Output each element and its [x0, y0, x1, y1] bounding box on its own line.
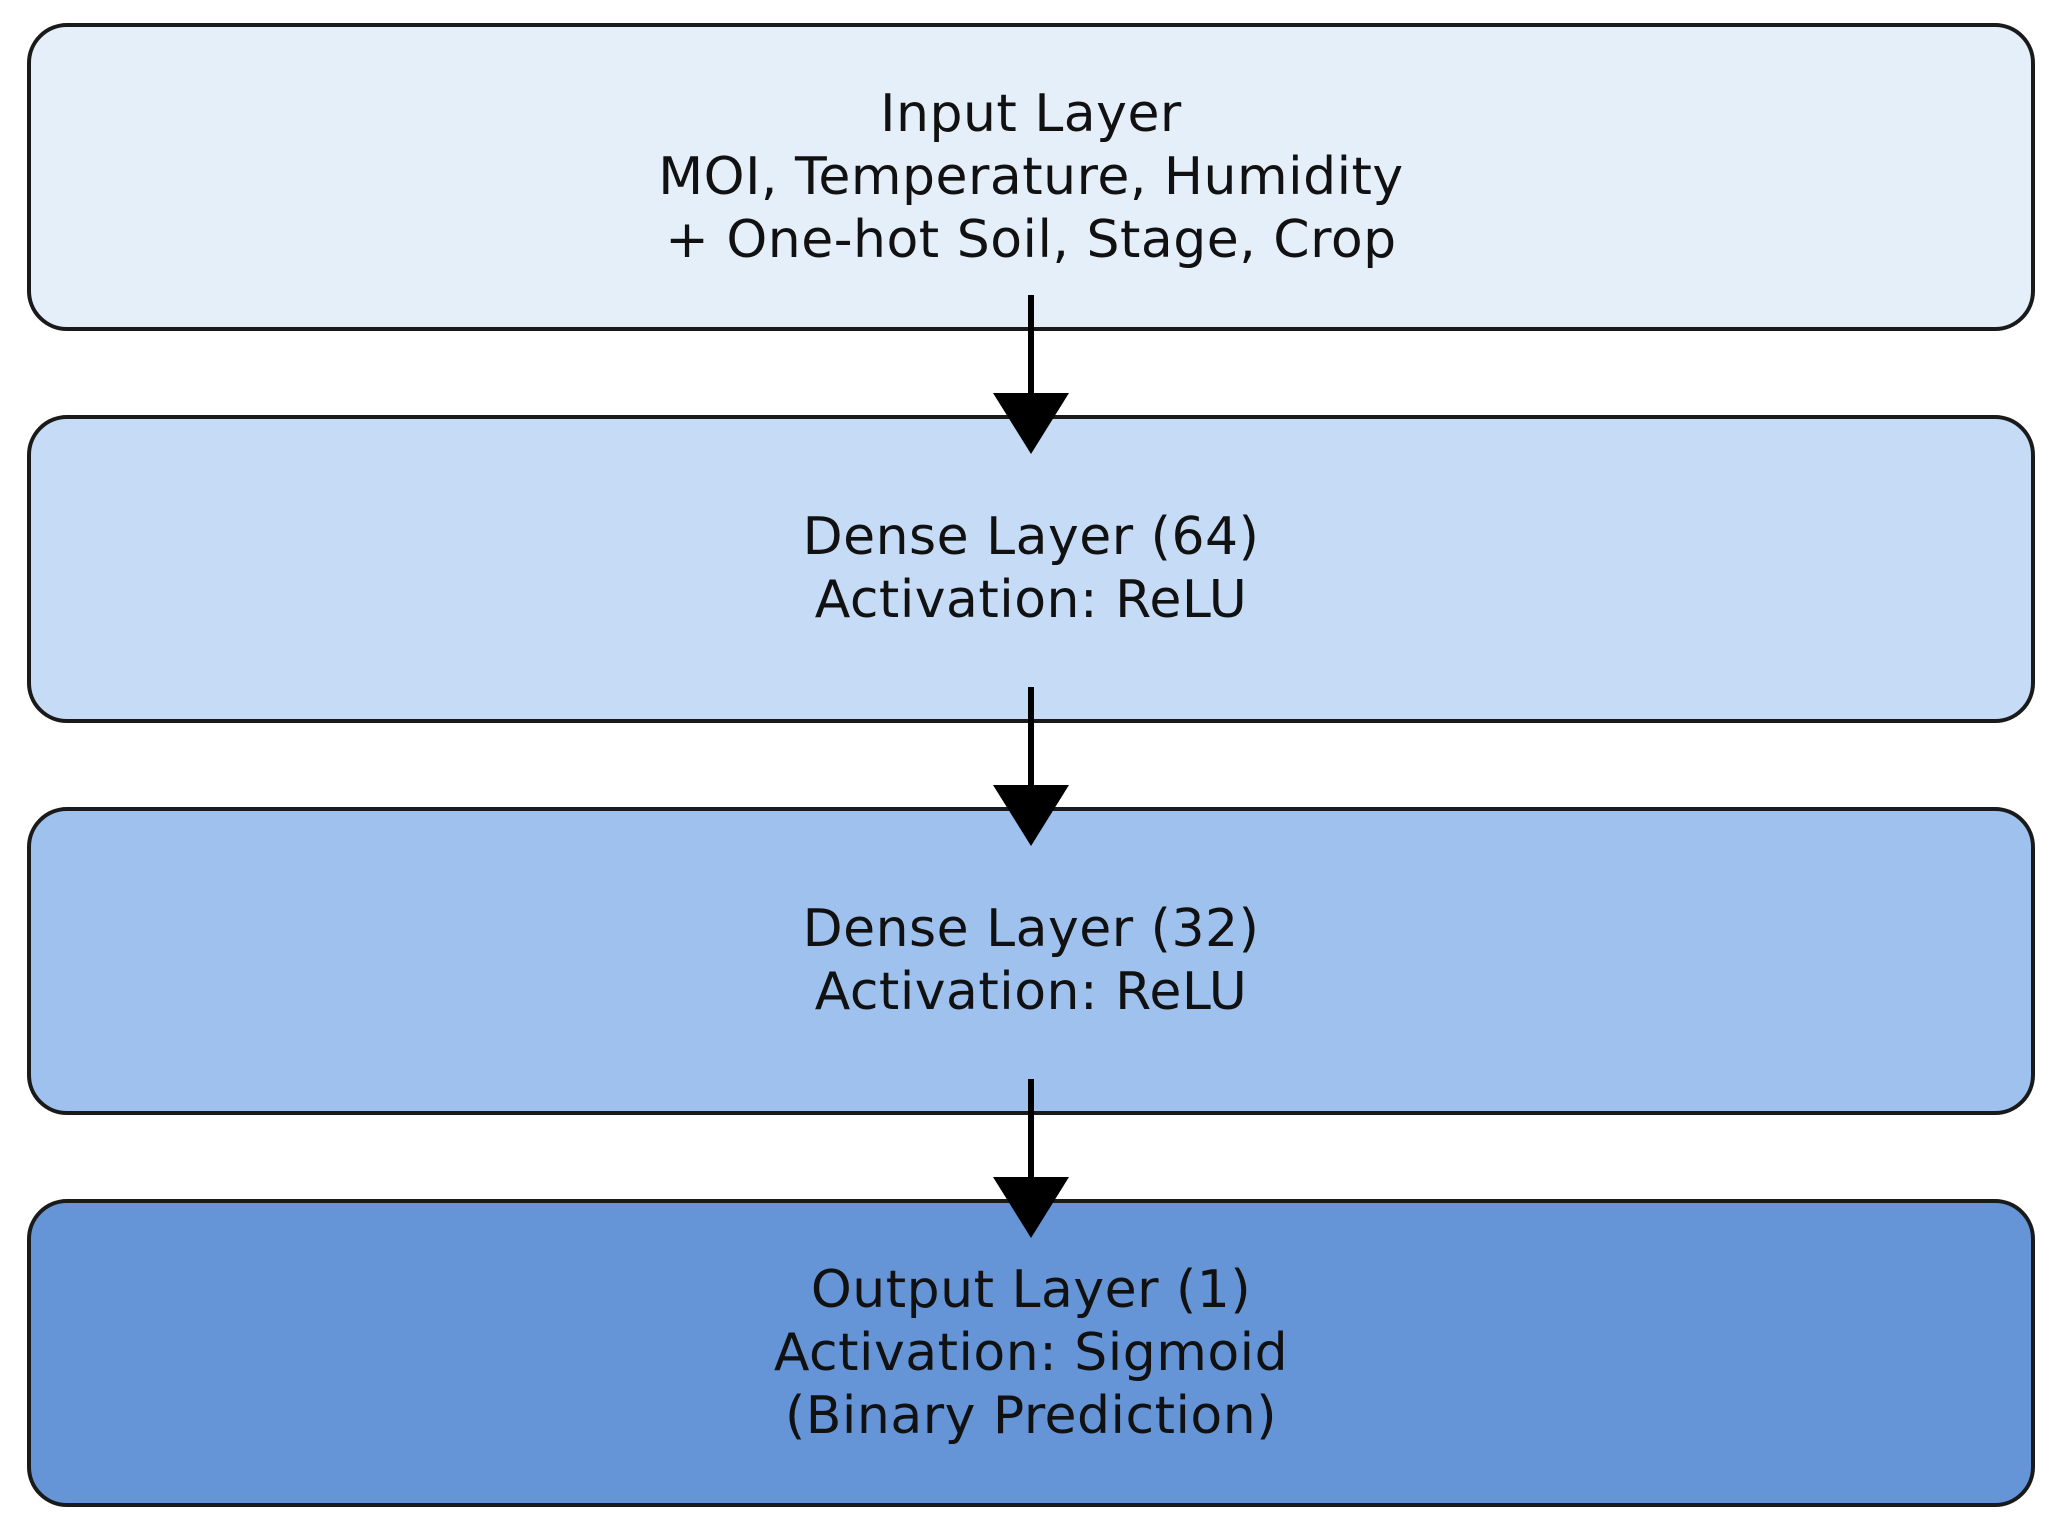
dense-layer-32-title: Dense Layer (32) — [802, 899, 1260, 959]
dense-layer-32-box: Dense Layer (32) Activation: ReLU — [27, 807, 2035, 1115]
input-layer-features: MOI, Temperature, Humidity — [658, 146, 1404, 207]
output-layer-title: Output Layer (1) — [810, 1259, 1252, 1320]
dense-layer-32-activation: Activation: ReLU — [814, 962, 1248, 1022]
output-layer-activation: Activation: Sigmoid — [773, 1322, 1289, 1383]
dense-layer-64-text: Dense Layer (64) Activation: ReLU — [803, 506, 1260, 632]
input-layer-title: Input Layer — [880, 83, 1182, 144]
input-layer-text: Input Layer MOI, Temperature, Humidity +… — [658, 83, 1403, 272]
dense-layer-64-box: Dense Layer (64) Activation: ReLU — [27, 415, 2035, 723]
output-layer-box: Output Layer (1) Activation: Sigmoid (Bi… — [27, 1199, 2035, 1507]
dense-layer-64-title: Dense Layer (64) — [802, 507, 1260, 567]
dense-layer-64-activation: Activation: ReLU — [814, 570, 1248, 630]
output-layer-note: (Binary Prediction) — [784, 1385, 1277, 1446]
input-layer-box: Input Layer MOI, Temperature, Humidity +… — [27, 23, 2035, 331]
output-layer-text: Output Layer (1) Activation: Sigmoid (Bi… — [774, 1259, 1288, 1448]
input-layer-encoded-features: + One-hot Soil, Stage, Crop — [665, 209, 1397, 270]
dense-layer-32-text: Dense Layer (32) Activation: ReLU — [803, 898, 1260, 1024]
